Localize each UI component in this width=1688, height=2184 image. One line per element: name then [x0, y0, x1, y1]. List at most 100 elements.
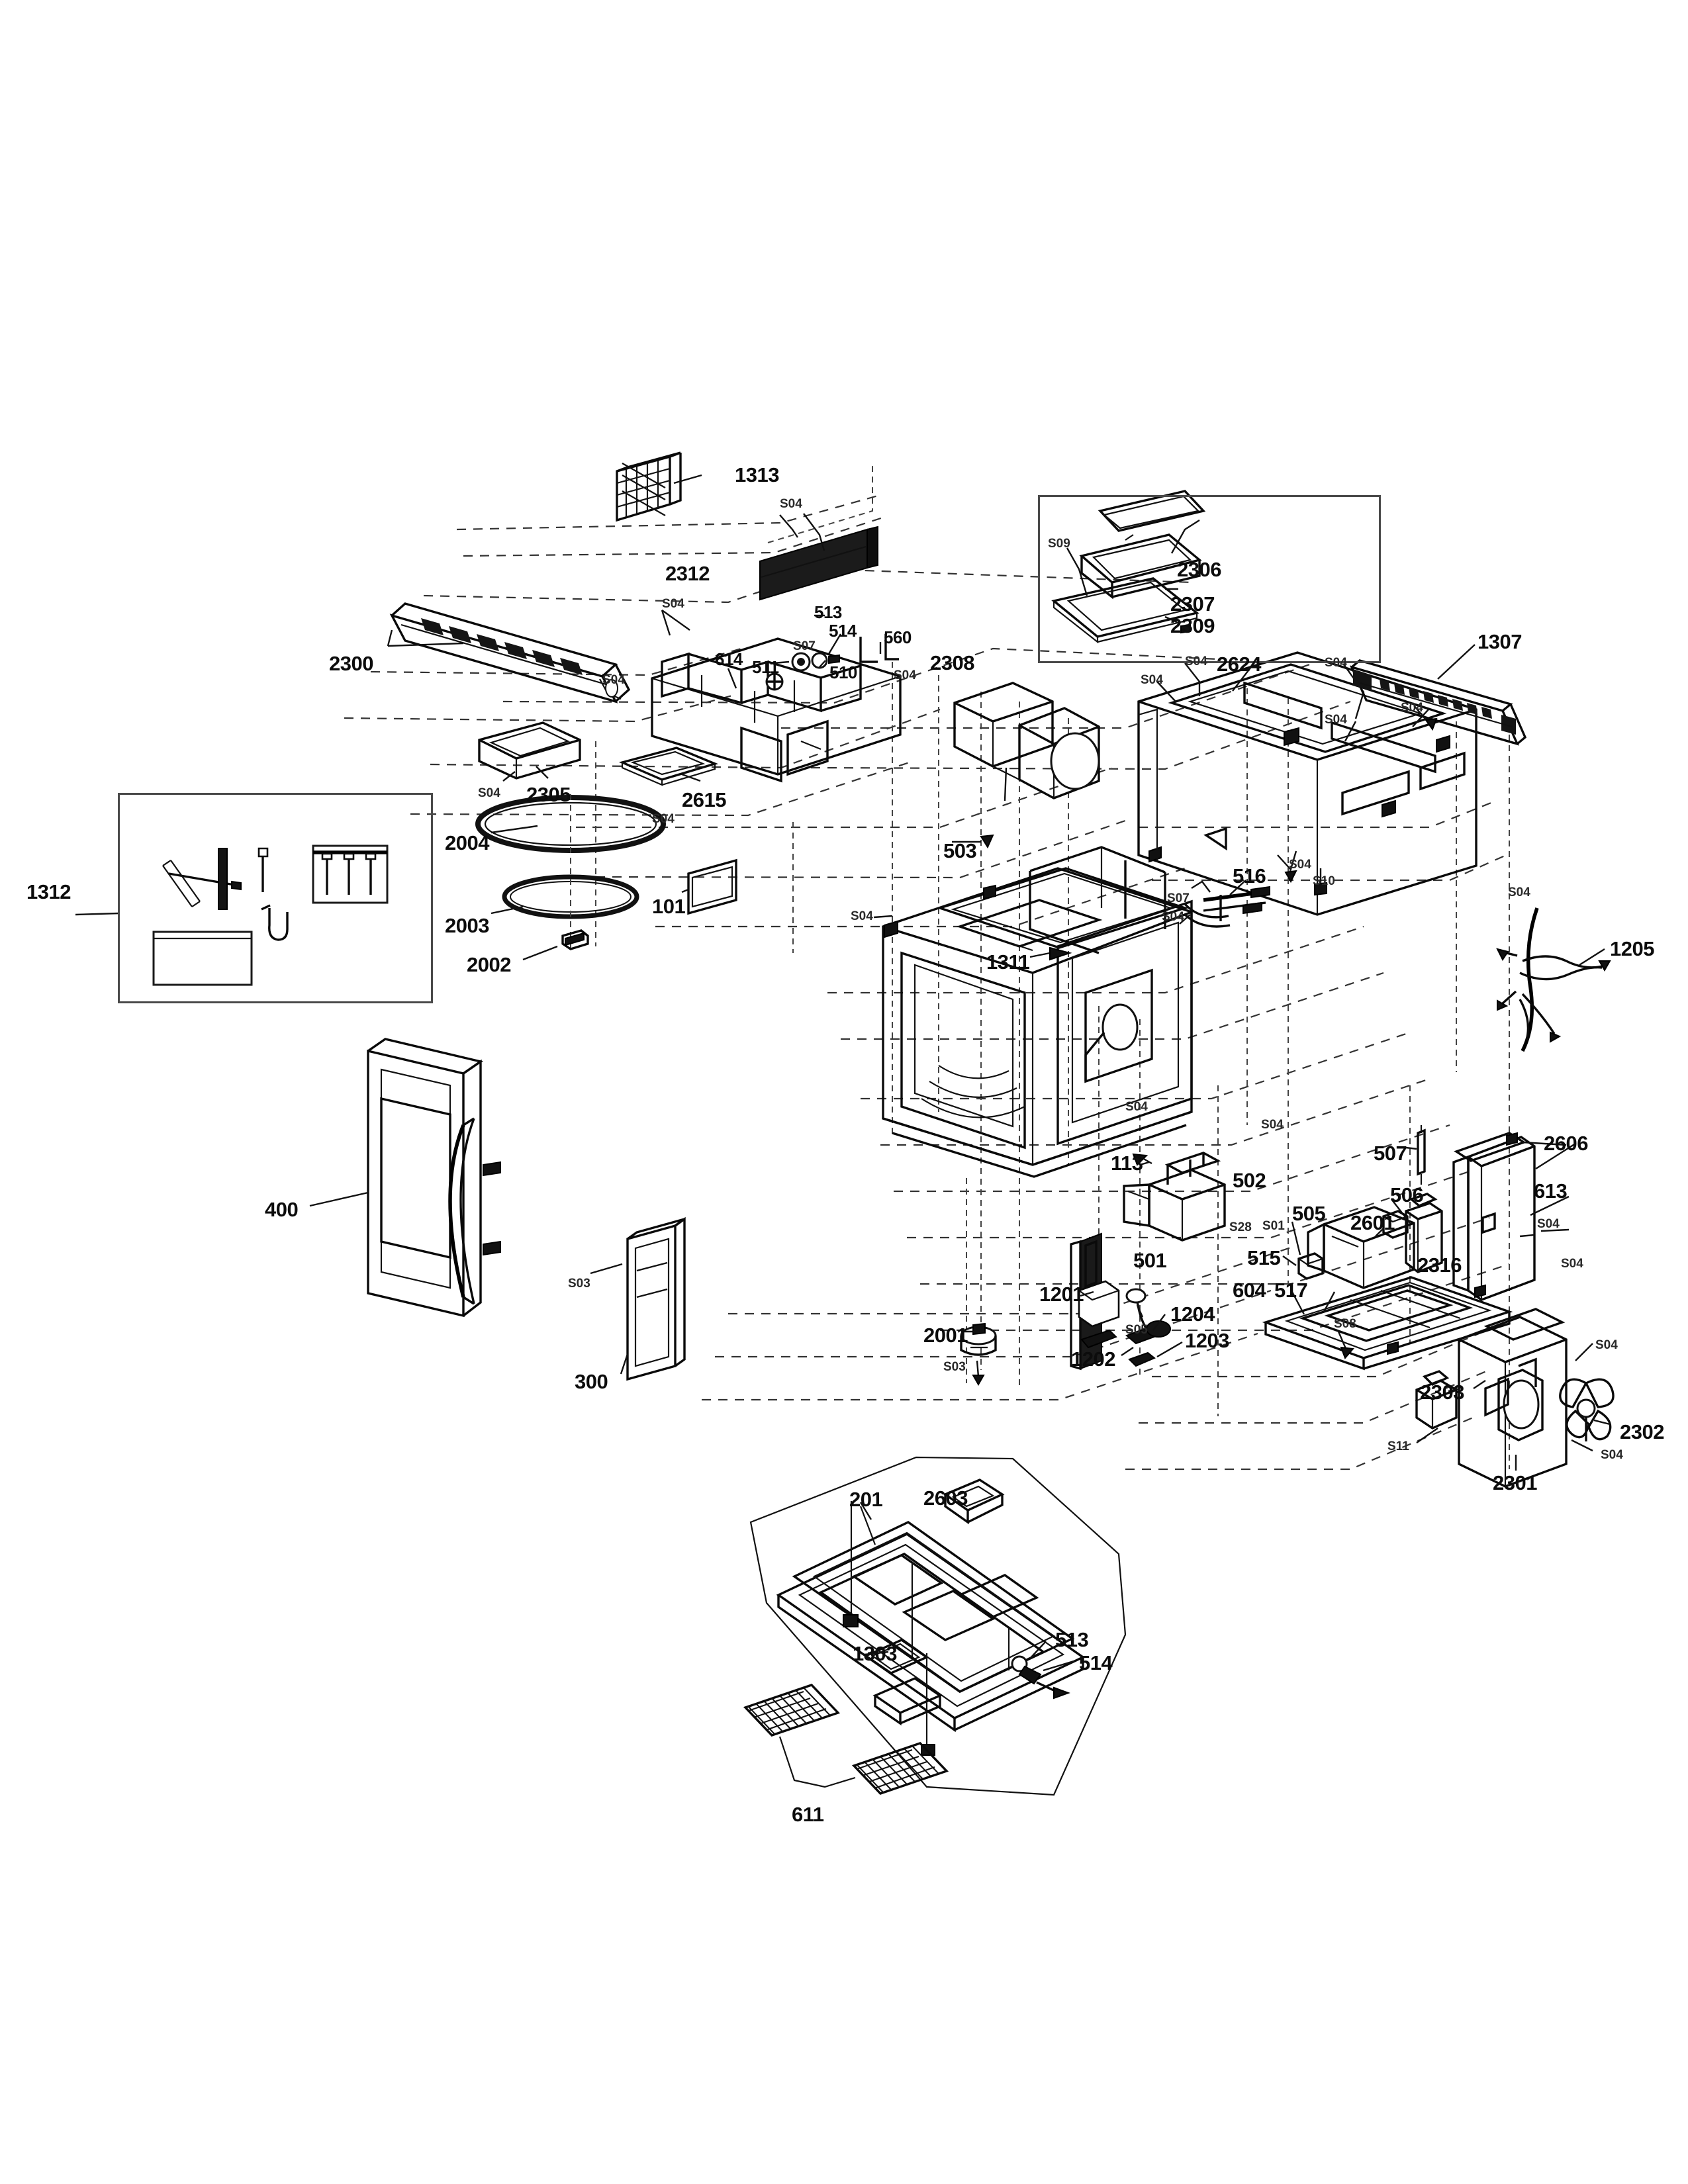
callout-510: 510 [829, 662, 857, 682]
callout-2302: 2302 [1620, 1420, 1664, 1443]
callout-s05: S05 [1125, 1323, 1148, 1337]
callout-511: 511 [752, 657, 779, 677]
bracket-516 [1184, 886, 1270, 928]
callout-506: 506 [1390, 1183, 1424, 1206]
mica-shield-101 [687, 858, 737, 915]
callout-s04: S04 [1162, 910, 1184, 924]
callout-s03: S03 [943, 1360, 966, 1374]
callout-1202: 1202 [1071, 1347, 1115, 1371]
callout-1312: 1312 [26, 880, 71, 903]
callout-514: 514 [829, 621, 857, 641]
callout-s08: S08 [1334, 1317, 1356, 1331]
callout-614: 614 [715, 649, 743, 669]
callout-s04: S04 [1401, 701, 1423, 715]
callout-s04: S04 [1601, 1448, 1623, 1462]
callout-s04: S04 [662, 597, 684, 611]
bottom-deck-group [749, 1456, 1127, 1796]
waveguide-cover-2615 [618, 747, 719, 786]
fan-motor-assembly [1415, 1308, 1615, 1488]
callout-s11: S11 [1387, 1439, 1409, 1453]
hv-transformer-502 [1307, 1206, 1415, 1289]
callout-2606: 2606 [1544, 1132, 1588, 1155]
capacitor-506 [1405, 1193, 1443, 1273]
callout-s04: S04 [1537, 1217, 1560, 1231]
callout-513: 513 [814, 602, 842, 622]
callout-s04: S04 [652, 812, 675, 826]
callout-s04: S04 [894, 668, 916, 682]
grease-filters-611 [743, 1684, 949, 1795]
callout-513: 513 [1055, 1628, 1089, 1651]
callout-2004: 2004 [445, 831, 489, 854]
callout-1313: 1313 [735, 463, 779, 486]
callout-s04: S04 [1261, 1118, 1284, 1132]
turntable-rings [475, 794, 666, 961]
callout-2303: 2303 [1420, 1381, 1464, 1404]
door-assembly-400 [367, 1038, 501, 1318]
callout-s04: S04 [1185, 655, 1207, 668]
callout-1311: 1311 [986, 950, 1030, 974]
callout-1205: 1205 [1610, 937, 1654, 960]
callout-201: 201 [849, 1488, 883, 1511]
callout-s03: S03 [568, 1277, 590, 1291]
inset-hardware-kit-1312 [118, 793, 433, 1003]
upper-chassis-assembly [651, 634, 902, 783]
callout-2002: 2002 [467, 953, 511, 976]
callout-s10: S10 [1313, 874, 1335, 888]
wire-harness-1205 [1496, 907, 1611, 1052]
callout-1307: 1307 [1477, 630, 1522, 653]
waveguide-box-2308 [953, 682, 1100, 799]
callout-2003: 2003 [445, 914, 489, 937]
callout-s07: S07 [1167, 891, 1190, 905]
relay-2601 [1382, 1210, 1409, 1239]
callout-611: 611 [792, 1803, 824, 1826]
callout-604: 604 [1233, 1279, 1266, 1302]
callout-s04: S04 [478, 786, 500, 800]
callout-2316: 2316 [1417, 1253, 1462, 1277]
callout-507: 507 [1374, 1142, 1407, 1165]
callout-2300: 2300 [329, 652, 373, 675]
callout-1204: 1204 [1170, 1302, 1215, 1326]
callout-516: 516 [1233, 864, 1266, 887]
callout-2306: 2306 [1177, 558, 1221, 581]
callout-s07: S07 [793, 639, 816, 653]
diode-507 [1417, 1125, 1426, 1185]
charcoal-filter-2312 [759, 525, 878, 601]
inset-turntable-tray [1038, 495, 1381, 663]
callout-s04: S04 [1141, 673, 1163, 687]
callout-2603: 2603 [923, 1486, 968, 1510]
callout-2305: 2305 [526, 783, 571, 806]
callout-502: 502 [1233, 1169, 1266, 1192]
callout-s09: S09 [1048, 537, 1070, 551]
callout-2307: 2307 [1170, 592, 1215, 615]
callout-505: 505 [1292, 1202, 1326, 1225]
magnetron-501 [1123, 1152, 1226, 1242]
callout-517: 517 [1274, 1279, 1308, 1302]
callout-2308: 2308 [930, 651, 974, 674]
callout-2001: 2001 [923, 1324, 968, 1347]
callout-514: 514 [1079, 1651, 1113, 1674]
callout-400: 400 [265, 1198, 299, 1221]
hardware-inset-artwork [152, 844, 389, 986]
callout-501: 501 [1133, 1249, 1167, 1272]
callout-101: 101 [652, 895, 686, 918]
callout-s04: S04 [1125, 1100, 1148, 1114]
vent-grille-1313 [616, 451, 682, 522]
oven-cavity-1311 [882, 846, 1193, 1178]
control-panel-300 [626, 1216, 686, 1381]
fuse-515 [1297, 1252, 1324, 1280]
callout-2624: 2624 [1217, 653, 1261, 676]
outer-cabinet-2624 [1137, 651, 1477, 916]
latch-board-1201 [1070, 1232, 1171, 1371]
callout-1303: 1303 [853, 1642, 897, 1665]
callout-2601: 2601 [1350, 1211, 1395, 1234]
callout-2615: 2615 [682, 788, 726, 811]
callout-515: 515 [1247, 1246, 1281, 1269]
callout-503: 503 [943, 839, 977, 862]
callout-s04: S04 [1289, 858, 1311, 872]
turntable-tray-inset-artwork [1051, 490, 1206, 644]
side-panel-2606 [1452, 1132, 1536, 1301]
callout-s04: S04 [602, 673, 625, 687]
rear-grille-1307 [1349, 659, 1527, 746]
